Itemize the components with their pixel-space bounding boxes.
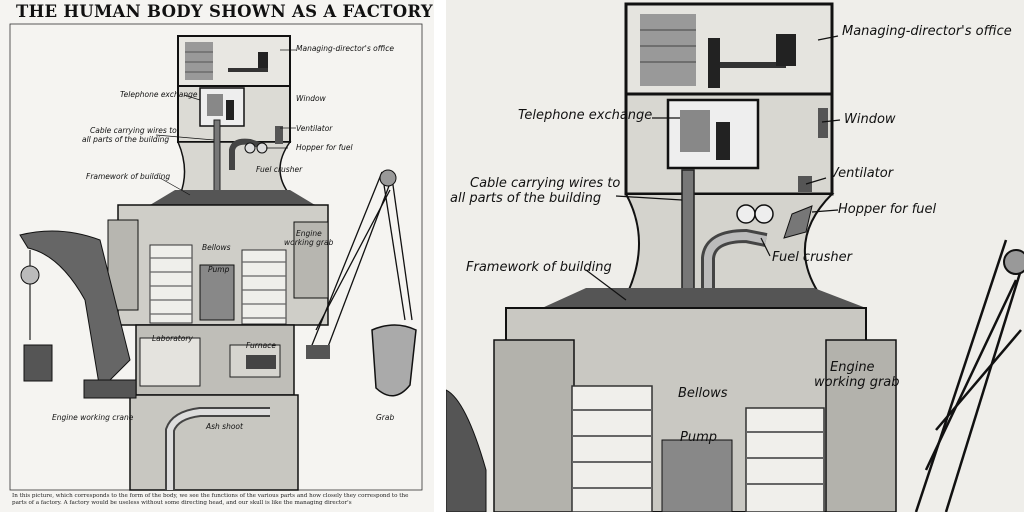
detail-label-bellows: Bellows <box>678 386 728 401</box>
panel-divider <box>434 0 446 512</box>
label-cable: Cable carrying wires to <box>90 126 177 135</box>
label-laboratory: Laboratory <box>152 334 193 343</box>
label-hopper: Hopper for fuel <box>296 143 353 152</box>
label-window: Window <box>296 94 326 103</box>
detail-label-cable: Cable carrying wires to <box>470 176 621 191</box>
label-bellows: Bellows <box>202 243 231 252</box>
detail-label-window: Window <box>844 112 896 127</box>
full-page-panel: THE HUMAN BODY SHOWN AS A FACTORY Managi… <box>0 0 434 512</box>
label-engine-crane: Engine working crane <box>52 413 134 422</box>
detail-label-ventilator: Ventilator <box>830 166 894 181</box>
detail-label-engine: Engine <box>830 360 875 375</box>
factory-detail-illustration <box>446 2 1024 512</box>
page-title: THE HUMAN BODY SHOWN AS A FACTORY <box>16 2 433 21</box>
label-cable-2: all parts of the building <box>82 135 170 144</box>
detail-label-managing-office: Managing-director's office <box>842 24 1012 39</box>
label-telephone: Telephone exchange <box>120 90 198 99</box>
label-engine: Engine <box>296 229 322 238</box>
detail-label-hopper: Hopper for fuel <box>838 202 937 217</box>
label-framework: Framework of building <box>86 172 171 181</box>
label-furnace: Furnace <box>246 341 276 350</box>
detail-label-cable-2: all parts of the building <box>450 191 602 206</box>
detail-label-fuel-crusher: Fuel crusher <box>772 250 853 265</box>
label-ash-shoot: Ash shoot <box>206 422 243 431</box>
detail-label-framework: Framework of building <box>466 260 612 275</box>
detail-label-pump: Pump <box>680 430 717 445</box>
detail-label-telephone: Telephone exchange <box>518 108 653 123</box>
label-grab: Grab <box>376 413 395 422</box>
factory-illustration <box>9 23 423 491</box>
label-working-grab: working grab <box>284 238 334 247</box>
label-ventilator: Ventilator <box>296 124 333 133</box>
label-pump: Pump <box>208 265 230 274</box>
detail-label-working-grab: working grab <box>814 375 900 390</box>
zoomed-detail-panel: Managing-director's office Telephone exc… <box>446 0 1024 512</box>
label-managing-office: Managing-director's office <box>296 44 394 53</box>
label-fuel-crusher: Fuel crusher <box>256 165 303 174</box>
caption-text: In this picture, which corresponds to th… <box>12 493 409 506</box>
